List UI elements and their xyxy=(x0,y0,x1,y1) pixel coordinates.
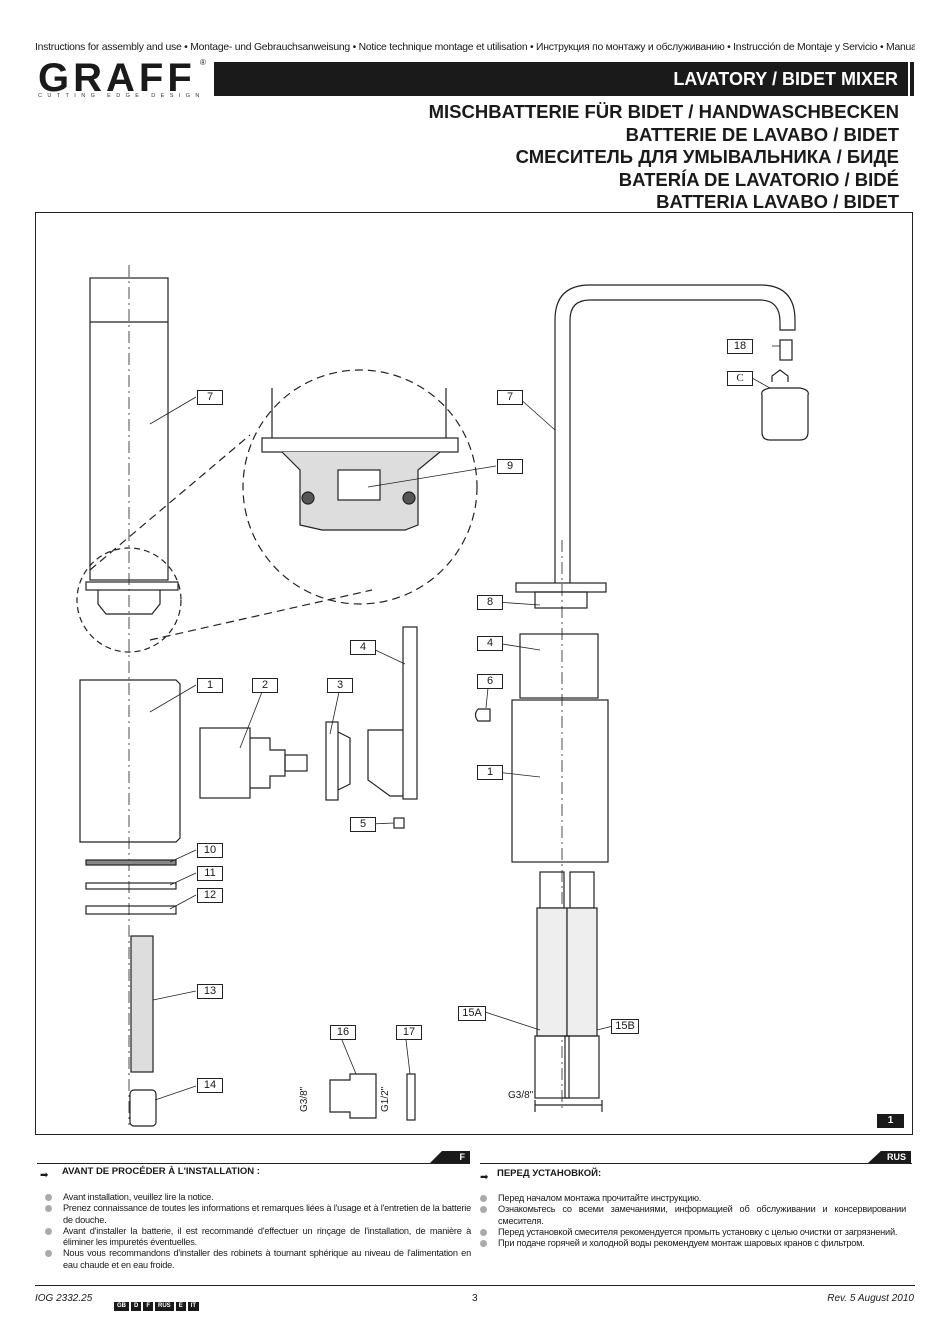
list-item: Перед установкой смесителя рекомендуется… xyxy=(470,1227,906,1238)
callout-10: 10 xyxy=(197,843,223,858)
dim-g38-thread: G3/8" xyxy=(299,1086,310,1112)
list-item: Avant installation, veuillez lire la not… xyxy=(35,1192,471,1203)
revision-date: Rev. 5 August 2010 xyxy=(827,1293,914,1304)
bullet-icon xyxy=(480,1195,487,1202)
callout-1-right: 1 xyxy=(477,765,503,780)
callout-9: 9 xyxy=(497,459,523,474)
logo-tagline: CUTTING EDGE DESIGN xyxy=(38,93,205,99)
section-f-rule xyxy=(37,1163,470,1164)
section-rus-list: Перед началом монтажа прочитайте инструк… xyxy=(470,1193,906,1249)
translated-titles: MISCHBATTERIE FÜR BIDET / HANDWASCHBECKE… xyxy=(429,101,899,214)
callout-17: 17 xyxy=(396,1025,422,1040)
section-f-heading: AVANT DE PROCÉDER À L'INSTALLATION : xyxy=(62,1166,260,1177)
list-item: Prenez connaissance de toutes les inform… xyxy=(35,1203,471,1226)
bullet-icon xyxy=(480,1228,487,1236)
lang-badge: GB xyxy=(114,1302,129,1311)
section-tag-f: F xyxy=(430,1151,470,1163)
page-number: 3 xyxy=(472,1293,478,1304)
doc-code: IOG 2332.25 xyxy=(35,1293,93,1304)
languages-line: Instructions for assembly and use • Mont… xyxy=(35,42,915,53)
page-title: LAVATORY / BIDET MIXER xyxy=(673,69,898,89)
callout-c: C xyxy=(727,371,753,386)
section-tag-rus: RUS xyxy=(868,1151,911,1163)
lang-badge: F xyxy=(143,1302,154,1311)
callout-8: 8 xyxy=(477,595,503,610)
bullet-icon xyxy=(45,1227,52,1235)
list-item: Avant d'installer la batterie, il est re… xyxy=(35,1226,471,1249)
dim-g12-thread: G1/2" xyxy=(380,1086,391,1112)
section-rus-arrow-icon: ➡ xyxy=(480,1172,489,1183)
callout-3: 3 xyxy=(327,678,353,693)
list-item: При подаче горячей и холодной воды реком… xyxy=(470,1238,906,1249)
callout-4-right: 4 xyxy=(477,636,503,651)
callout-15b: 15B xyxy=(611,1019,639,1034)
lang-badge: E xyxy=(175,1302,186,1311)
callout-7-left: 7 xyxy=(197,390,223,405)
section-rus-rule xyxy=(480,1163,912,1164)
title-it: BATTERIA LAVABO / BIDET xyxy=(656,191,899,212)
bullet-icon xyxy=(45,1194,52,1201)
section-f-list: Avant installation, veuillez lire la not… xyxy=(35,1192,471,1271)
callout-2: 2 xyxy=(252,678,278,693)
callout-18: 18 xyxy=(727,339,753,354)
bullet-icon xyxy=(45,1250,52,1258)
callout-5: 5 xyxy=(350,817,376,832)
callout-11: 11 xyxy=(197,866,223,881)
registered-mark: ® xyxy=(200,58,206,67)
section-f-arrow-icon: ➡ xyxy=(40,1170,49,1181)
lang-badge: IT xyxy=(187,1302,200,1311)
list-item: Nous vous recommandons d'installer des r… xyxy=(35,1248,471,1271)
title-ru: СМЕСИТЕЛЬ ДЛЯ УМЫВАЛЬНИКА / БИДЕ xyxy=(515,146,899,167)
callout-16: 16 xyxy=(330,1025,356,1040)
title-de: MISCHBATTERIE FÜR BIDET / HANDWASCHBECKE… xyxy=(428,101,899,122)
callout-7-right: 7 xyxy=(497,390,523,405)
section-rus-heading: ПЕРЕД УСТАНОВКОЙ: xyxy=(497,1168,602,1179)
bullet-icon xyxy=(480,1240,487,1248)
callout-6: 6 xyxy=(477,674,503,689)
footer-rule xyxy=(35,1285,915,1286)
banner-tail xyxy=(910,62,914,96)
lang-badge: RUS xyxy=(155,1302,174,1311)
diagram-frame xyxy=(35,212,913,1135)
callout-15a: 15A xyxy=(458,1006,486,1021)
title-banner xyxy=(214,62,908,96)
callout-1-left: 1 xyxy=(197,678,223,693)
lang-badge: D xyxy=(131,1302,142,1311)
figure-number: 1 xyxy=(877,1114,904,1128)
bullet-icon xyxy=(480,1206,487,1214)
title-es: BATERÍA DE LAVATORIO / BIDÉ xyxy=(618,168,899,190)
callout-4-left: 4 xyxy=(350,640,376,655)
list-item: Ознакомьтесь со всеми замечаниями, инфор… xyxy=(470,1204,906,1227)
callout-13: 13 xyxy=(197,984,223,999)
list-item: Перед началом монтажа прочитайте инструк… xyxy=(470,1193,906,1204)
callout-12: 12 xyxy=(197,888,223,903)
title-fr: BATTERIE DE LAVABO / BIDET xyxy=(625,123,899,145)
bullet-icon xyxy=(45,1205,52,1213)
brand-logo: GRAFF xyxy=(38,56,196,100)
callout-14: 14 xyxy=(197,1078,223,1093)
dim-g38-hose: G3/8" xyxy=(508,1090,534,1101)
